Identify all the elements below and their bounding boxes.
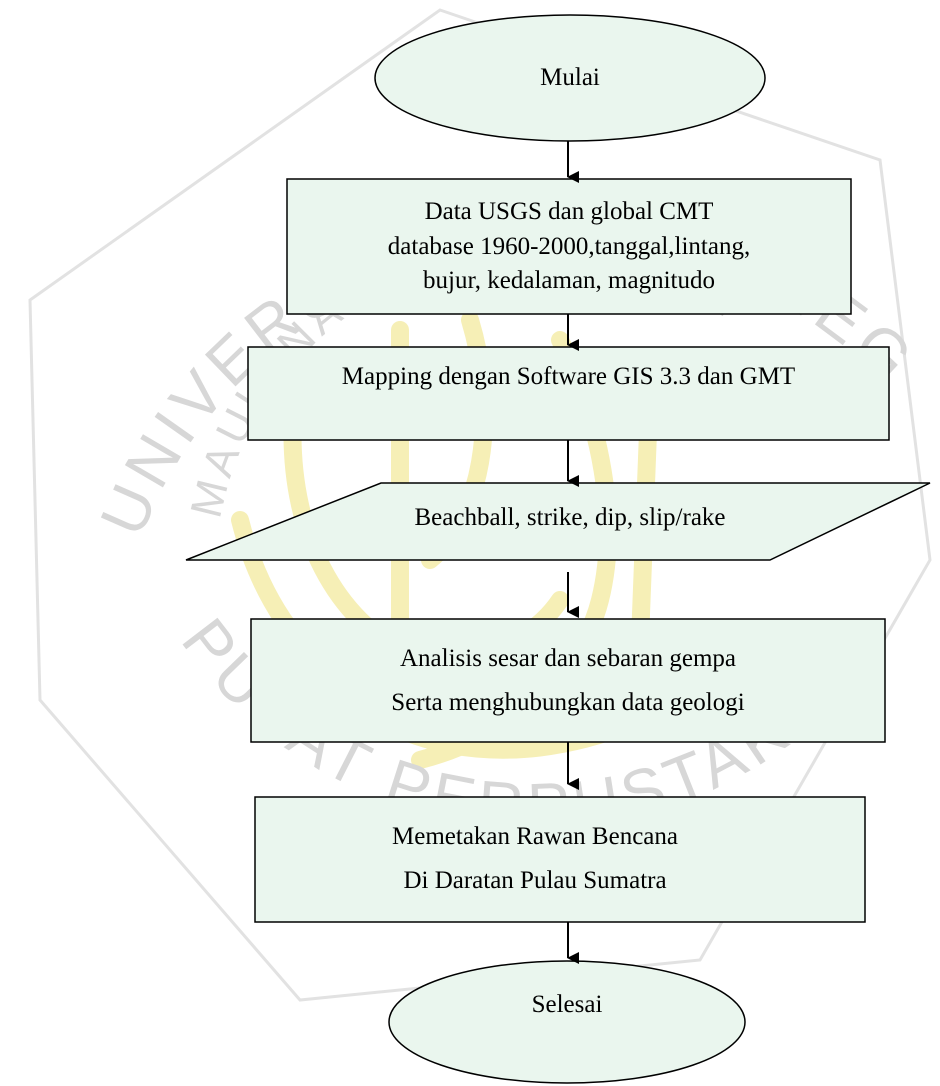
analysis-line-2: Serta menghubungkan data geologi xyxy=(391,689,745,716)
end-label: Selesai xyxy=(531,990,603,1018)
mapping-box xyxy=(247,346,890,441)
start-label: Mulai xyxy=(540,63,600,91)
output-label: Beachball, strike, dip, slip/rake xyxy=(414,503,726,531)
analysis-box xyxy=(250,618,886,743)
hazard-map-label: Memetakan Rawan Bencana Di Daratan Pulau… xyxy=(255,804,815,914)
input-data-line-3: bujur, kedalaman, magnitudo xyxy=(423,267,715,295)
output-parallelogram xyxy=(185,482,931,561)
start-ellipse xyxy=(374,14,766,142)
analysis-label: Analisis sesar dan sebaran gempa Serta m… xyxy=(251,627,885,735)
hazard-map-box xyxy=(254,796,866,923)
input-data-label: Data USGS dan global CMT database 1960-2… xyxy=(287,182,851,312)
hazard-map-line-2: Di Daratan Pulau Sumatra xyxy=(403,867,667,894)
analysis-line-1: Analisis sesar dan sebaran gempa xyxy=(400,645,736,673)
input-data-line-1: Data USGS dan global CMT xyxy=(424,198,714,226)
mapping-label: Mapping dengan Software GIS 3.3 dan GMT xyxy=(341,362,796,390)
input-data-box xyxy=(286,178,852,315)
hazard-map-line-1: Memetakan Rawan Bencana xyxy=(392,823,678,851)
input-data-line-2: database 1960-2000,tanggal,lintang, xyxy=(387,232,751,260)
